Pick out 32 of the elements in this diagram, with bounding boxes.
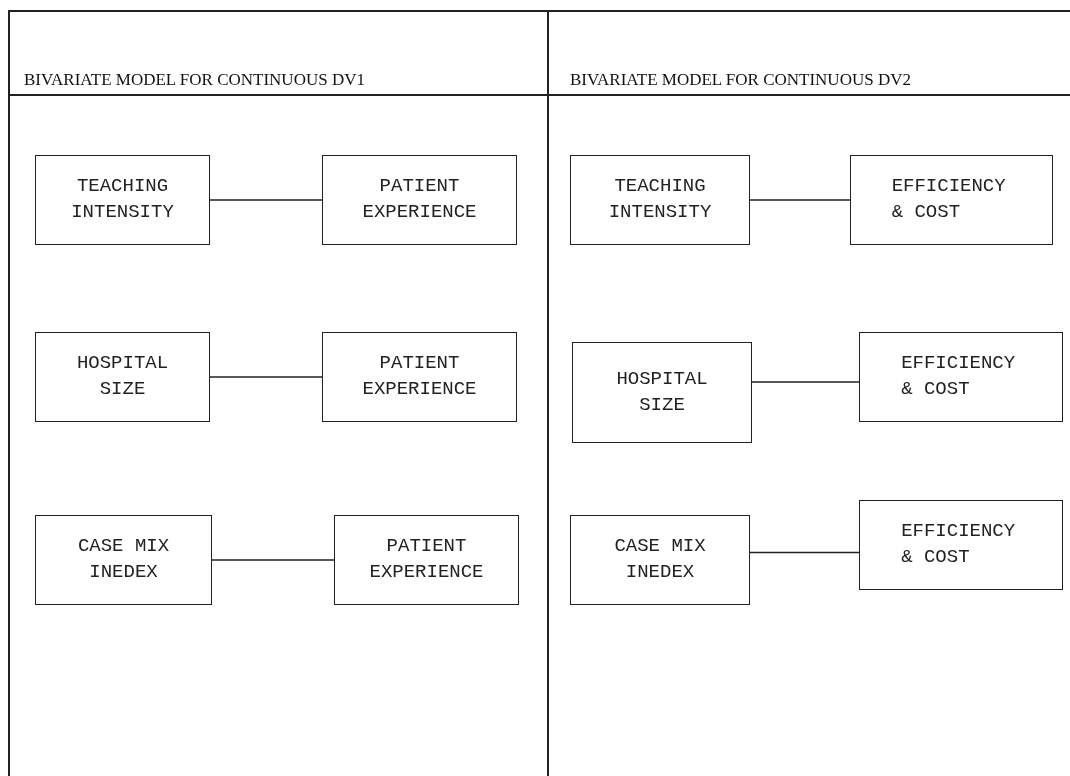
variable-label: PATIENT EXPERIENCE — [368, 534, 485, 585]
variable-box — [322, 155, 517, 245]
column-heading: BIVARIATE MODEL FOR CONTINUOUS DV2 — [570, 70, 912, 90]
variable-label: CASE MIX INEDEX — [76, 534, 171, 585]
variable-label: EFFICIENCY & COST — [891, 174, 1007, 225]
connector-line — [749, 551, 860, 554]
column-heading: BIVARIATE MODEL FOR CONTINUOUS DV1 — [24, 70, 366, 90]
variable-box — [334, 515, 519, 605]
variable-box — [850, 155, 1053, 245]
variable-box — [35, 155, 210, 245]
connector-line — [751, 381, 860, 383]
variable-label: HOSPITAL SIZE — [615, 366, 709, 418]
variable-box — [35, 515, 212, 605]
variable-label: TEACHING INTENSITY — [607, 174, 713, 225]
connector-line — [749, 199, 851, 201]
variable-box — [35, 332, 210, 422]
variable-box — [859, 500, 1063, 590]
variable-box — [572, 342, 752, 443]
variable-label: CASE MIX INEDEX — [613, 534, 707, 585]
connector-line — [211, 559, 335, 561]
variable-label: EFFICIENCY & COST — [901, 519, 1017, 570]
connector-line — [209, 199, 323, 201]
variable-box — [570, 155, 750, 245]
variable-box — [322, 332, 517, 422]
variable-label: PATIENT EXPERIENCE — [361, 174, 478, 225]
variable-label: EFFICIENCY & COST — [901, 351, 1017, 402]
variable-label: TEACHING INTENSITY — [70, 174, 175, 225]
variable-box — [859, 332, 1063, 422]
connector-line — [209, 376, 323, 378]
variable-label: PATIENT EXPERIENCE — [361, 351, 478, 402]
variable-label: HOSPITAL SIZE — [75, 351, 170, 402]
variable-box — [570, 515, 750, 605]
